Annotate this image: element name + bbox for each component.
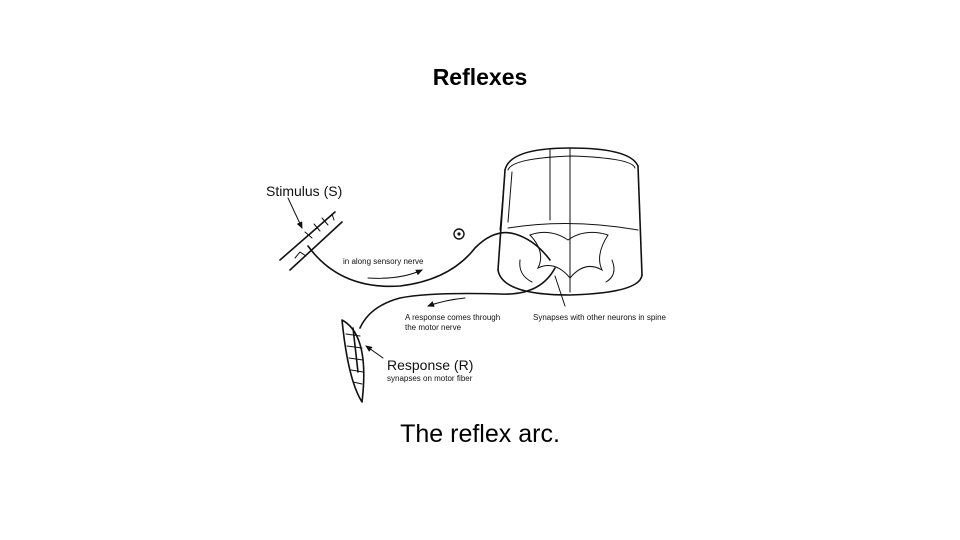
motor-nerve-label-line1: A response comes through — [405, 313, 500, 322]
figure-caption: The reflex arc. — [400, 420, 560, 448]
skin-receptor — [279, 211, 343, 271]
motor-nerve-path — [359, 267, 556, 329]
slide-title: Reflexes — [432, 64, 528, 90]
synapses-label: Synapses with other neurons in spine — [533, 313, 667, 322]
sensory-nerve-path — [307, 231, 551, 288]
spinal-cord — [497, 147, 643, 296]
motor-nerve-label-line2: the motor nerve — [405, 323, 462, 332]
reflex-arc-diagram: Stimulus (S) in along sensory nerve A re… — [266, 147, 667, 403]
response-label: Response (R) — [387, 357, 473, 373]
sensory-nerve-label: in along sensory nerve — [343, 257, 424, 266]
synapse-pointer — [554, 275, 566, 307]
muscle — [341, 319, 365, 403]
sensory-ganglion — [453, 228, 465, 240]
stimulus-arrow — [287, 197, 303, 229]
response-arrow — [365, 345, 384, 359]
sensory-flow-arrow — [367, 269, 423, 279]
stimulus-label: Stimulus (S) — [266, 183, 342, 199]
motor-fiber-label: synapses on motor fiber — [387, 374, 473, 383]
motor-flow-arrow — [427, 297, 466, 307]
